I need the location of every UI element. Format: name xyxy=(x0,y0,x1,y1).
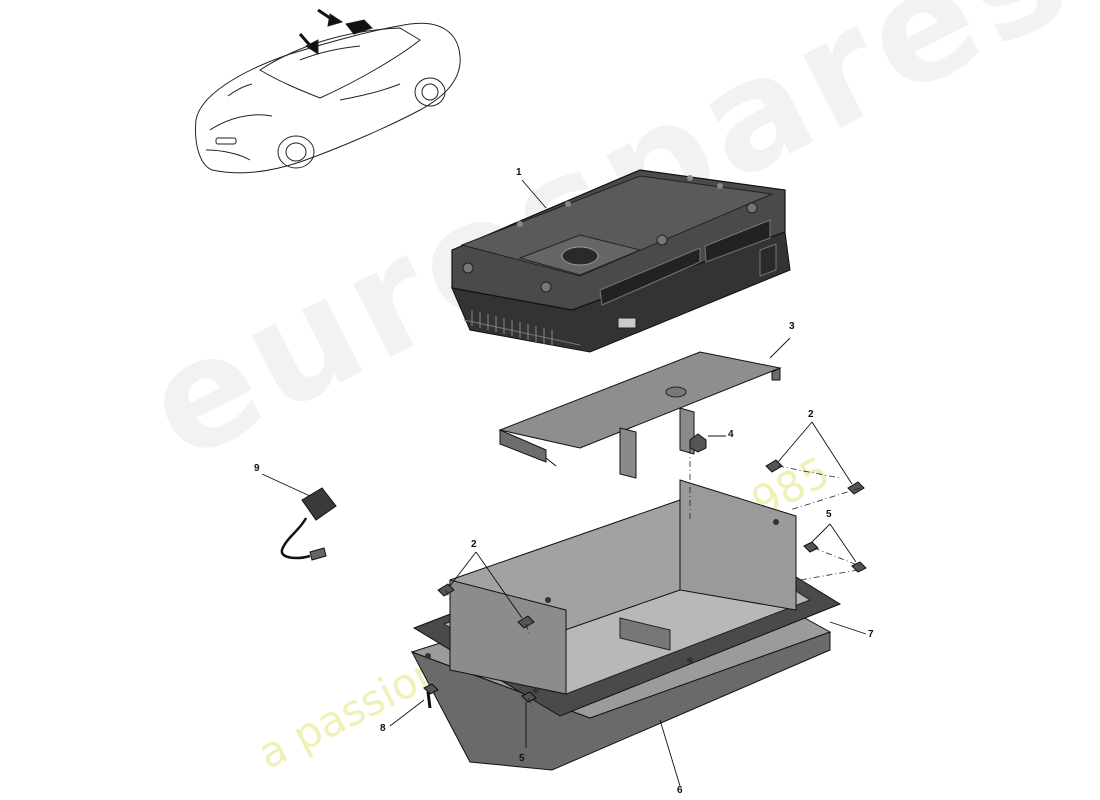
part-5-screw-c xyxy=(521,691,537,703)
callout-6[interactable]: 6 xyxy=(677,785,683,796)
callout-4[interactable]: 4 xyxy=(728,429,734,440)
callout-5-bottom[interactable]: 5 xyxy=(519,753,525,764)
callout-8[interactable]: 8 xyxy=(380,723,386,734)
part-2-screw-a xyxy=(765,459,783,473)
callout-2-left[interactable]: 2 xyxy=(471,539,477,550)
car-location-thumbnail xyxy=(195,8,461,174)
callout-1[interactable]: 1 xyxy=(516,167,522,178)
leader-lines xyxy=(261,179,867,787)
part-5-screw-a xyxy=(803,541,819,553)
callout-5-right[interactable]: 5 xyxy=(826,509,832,520)
assembly-lines xyxy=(445,448,861,711)
part-8-bolt xyxy=(423,683,439,709)
callout-3[interactable]: 3 xyxy=(789,321,795,332)
part-7-tray-frame xyxy=(412,479,842,717)
callout-9[interactable]: 9 xyxy=(254,463,260,474)
callout-7[interactable]: 7 xyxy=(868,629,874,640)
part-2-screw-d xyxy=(517,615,535,629)
part-9-sensor-harness xyxy=(280,487,337,561)
part-2-screw-b xyxy=(847,481,865,495)
part-3-mounting-bracket xyxy=(498,351,782,479)
callout-2-right[interactable]: 2 xyxy=(808,409,814,420)
part-1-amplifier-module xyxy=(451,169,791,353)
